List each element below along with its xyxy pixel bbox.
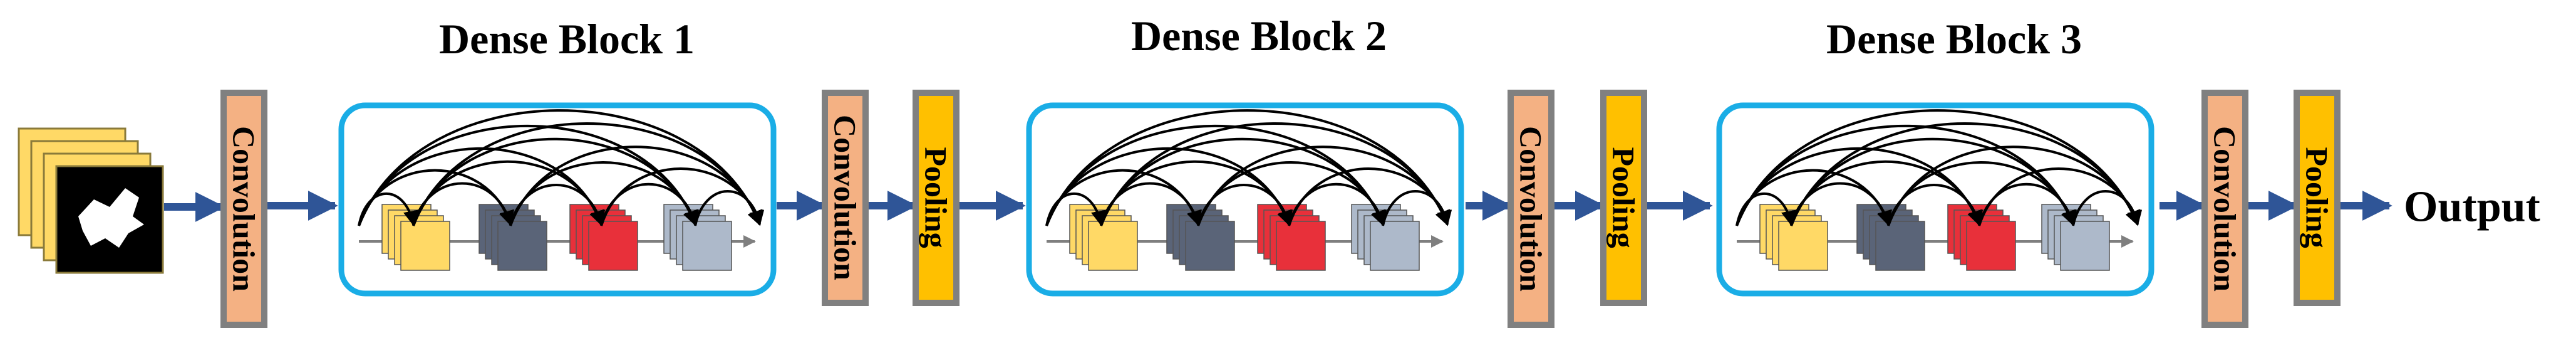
feature-map-stack-1 bbox=[1759, 204, 1828, 271]
dense-block-3-title: Dense Block 3 bbox=[1826, 15, 2082, 63]
feature-map bbox=[497, 221, 547, 271]
feature-map-stack-3 bbox=[1257, 204, 1326, 271]
dense-block-1 bbox=[338, 102, 777, 297]
conv-box-1: Convolution bbox=[220, 90, 267, 328]
pool-box-2: Pooling bbox=[1600, 90, 1647, 306]
feature-map bbox=[400, 221, 450, 271]
skip-connection-arc bbox=[509, 145, 762, 226]
conv-box-3: Convolution bbox=[1508, 90, 1554, 328]
feature-map bbox=[1875, 221, 1925, 271]
svg-text:Convolution: Convolution bbox=[227, 126, 262, 292]
feature-map-stack-3 bbox=[1947, 204, 2016, 271]
svg-text:Convolution: Convolution bbox=[828, 115, 863, 280]
conv-box-4: Convolution bbox=[2201, 90, 2248, 328]
pool-box-3: Pooling bbox=[2294, 90, 2341, 306]
dense-blocks bbox=[338, 102, 2154, 297]
input-image-stack-icon bbox=[18, 127, 164, 274]
pool-box-1: Pooling bbox=[913, 90, 960, 306]
skip-connections bbox=[358, 109, 765, 226]
skip-connection-arc bbox=[2072, 190, 2143, 226]
dense-block-3 bbox=[1716, 102, 2154, 297]
feature-map bbox=[2060, 221, 2110, 271]
feature-map-stack-2 bbox=[1166, 204, 1235, 271]
svg-text:Pooling: Pooling bbox=[919, 147, 954, 248]
feature-map bbox=[1966, 221, 2016, 271]
feature-map-stack-2 bbox=[1856, 204, 1925, 271]
conv-box-2: Convolution bbox=[822, 90, 869, 306]
feature-map-stack-1 bbox=[1069, 204, 1138, 271]
feature-map bbox=[1778, 221, 1828, 271]
feature-map bbox=[1088, 221, 1138, 271]
skip-connection-arc bbox=[1197, 145, 1450, 226]
skip-connections bbox=[1045, 109, 1452, 226]
skip-connections bbox=[1735, 109, 2143, 226]
flow-arrows bbox=[164, 191, 2392, 222]
feature-map-stack-4 bbox=[2041, 204, 2110, 271]
skip-connection-arc bbox=[412, 122, 762, 226]
output-label: Output bbox=[2404, 183, 2540, 231]
skip-connection-arc bbox=[1790, 122, 2140, 226]
svg-text:Pooling: Pooling bbox=[1606, 147, 1642, 248]
dense-block-2-title: Dense Block 2 bbox=[1131, 12, 1387, 60]
dense-block-1-title: Dense Block 1 bbox=[439, 15, 695, 63]
feature-map bbox=[1370, 221, 1420, 271]
feature-map bbox=[588, 221, 638, 271]
skip-connection-arc bbox=[1887, 145, 2140, 226]
skip-connection-arc bbox=[694, 190, 765, 226]
svg-text:Convolution: Convolution bbox=[1514, 126, 1549, 292]
dense-block-2 bbox=[1026, 102, 1464, 297]
skip-connection-arc bbox=[1382, 190, 1452, 226]
feature-map bbox=[1276, 221, 1326, 271]
svg-text:Pooling: Pooling bbox=[2300, 147, 2335, 248]
feature-map bbox=[1185, 221, 1235, 271]
feature-map-stack-4 bbox=[1351, 204, 1420, 271]
svg-text:Convolution: Convolution bbox=[2208, 126, 2243, 292]
feature-map bbox=[682, 221, 732, 271]
skip-connection-arc bbox=[1100, 122, 1450, 226]
